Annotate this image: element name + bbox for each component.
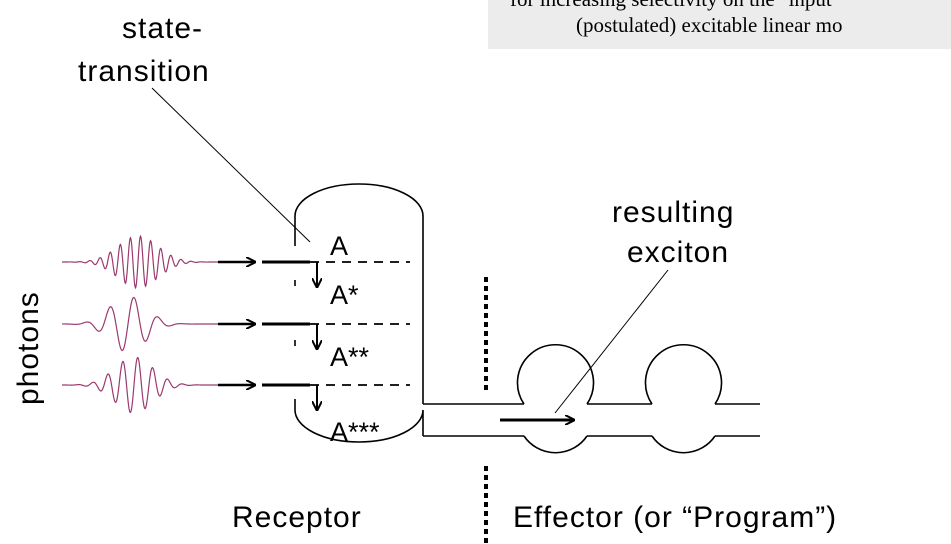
photon-wave-2 xyxy=(61,296,218,352)
caption-line-2: (postulated) excitable linear mo xyxy=(576,13,843,37)
state-label-a-3star: A*** xyxy=(330,417,380,447)
effector-node-2 xyxy=(644,344,723,454)
effector-node-1 xyxy=(516,344,595,454)
receptor-label: Receptor xyxy=(232,501,362,534)
state-label-a: A xyxy=(330,231,348,261)
state-label-a-star: A* xyxy=(330,280,359,310)
resulting-exciton-label-1: resulting xyxy=(612,196,734,229)
state-transition-label-2: transition xyxy=(78,55,210,88)
state-label-a-2star: A** xyxy=(330,342,370,372)
photons-label: photons xyxy=(12,291,45,405)
photon-wave-3 xyxy=(62,356,218,414)
effector-label: Effector (or “Program”) xyxy=(513,501,837,534)
resulting-exciton-leader-line xyxy=(554,269,669,414)
caption-box: for increasing selectivity on the "input… xyxy=(488,0,951,49)
photon-wave-1 xyxy=(61,234,218,290)
resulting-exciton-label-2: exciton xyxy=(627,236,729,269)
state-transition-label-1: state- xyxy=(122,12,203,45)
state-transition-leader-line xyxy=(151,87,311,243)
effector-tube xyxy=(423,403,760,437)
caption-line-1: for increasing selectivity on the "input… xyxy=(510,0,840,12)
receptor-outline xyxy=(294,183,424,443)
